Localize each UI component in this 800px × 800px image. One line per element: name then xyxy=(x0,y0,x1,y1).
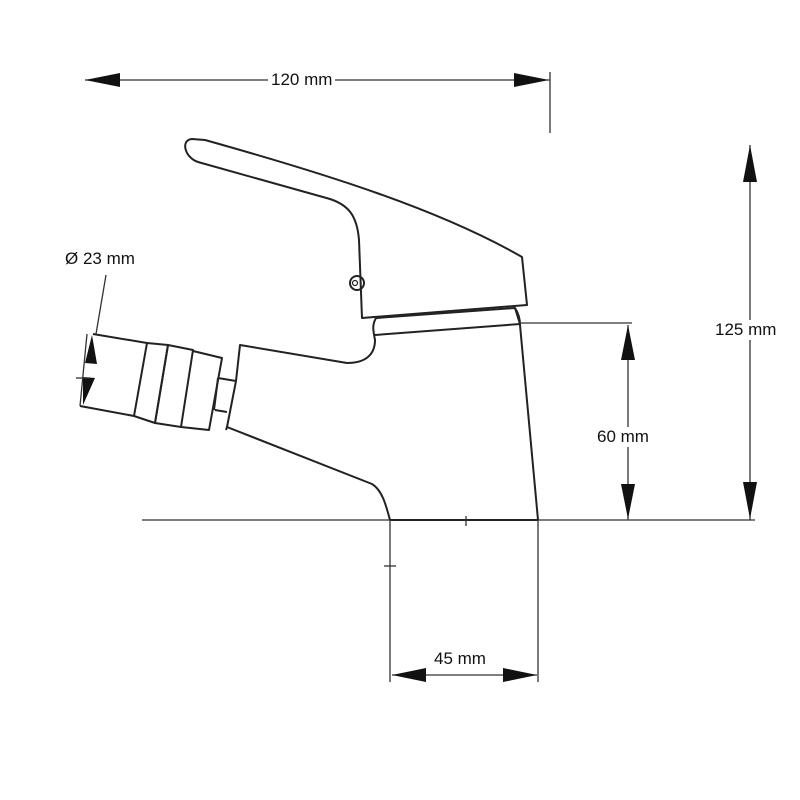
handle-pivot xyxy=(349,275,365,291)
body-upper xyxy=(235,317,377,382)
nozzle-body xyxy=(79,333,148,417)
dimension-60 xyxy=(520,322,635,520)
handle-lever xyxy=(184,138,528,319)
label-125: 125 mm xyxy=(712,320,780,340)
collar xyxy=(374,307,521,336)
dimension-45 xyxy=(384,516,539,682)
body-lower xyxy=(225,426,391,521)
dimension-diameter xyxy=(76,274,107,407)
body-right xyxy=(390,307,539,521)
label-60: 60 mm xyxy=(594,427,652,447)
label-120: 120 mm xyxy=(268,70,336,90)
label-diameter: Ø 23 mm xyxy=(62,249,138,269)
pivot-pin xyxy=(351,279,359,287)
nozzle-ring-3 xyxy=(180,350,223,431)
label-45: 45 mm xyxy=(431,649,489,669)
nozzle-connector xyxy=(213,377,237,428)
nozzle-ring-2 xyxy=(154,344,194,428)
